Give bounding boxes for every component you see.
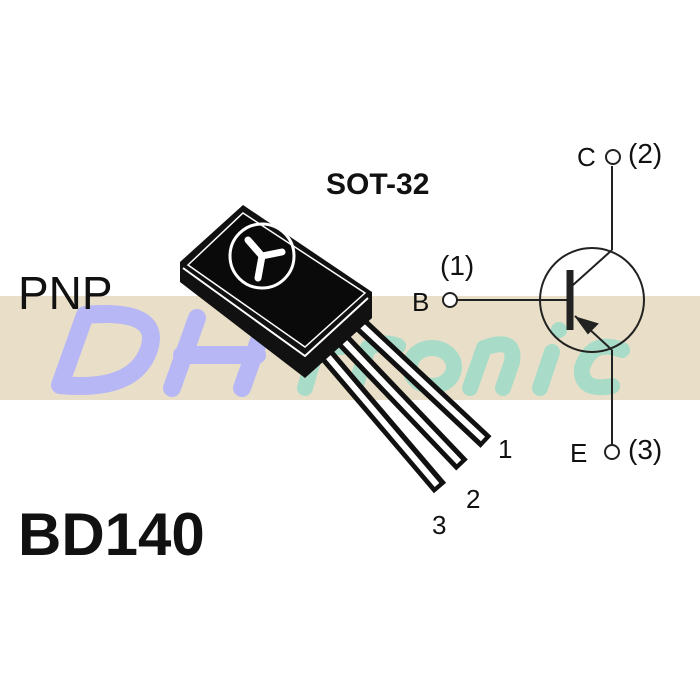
lead-label-3: 3	[432, 510, 447, 540]
lead-label-1: 1	[498, 434, 513, 464]
emitter-pin-number: (3)	[628, 434, 663, 465]
part-number: BD140	[18, 501, 205, 568]
base-label: B	[412, 287, 430, 317]
emitter-label: E	[570, 438, 588, 468]
transistor-symbol	[442, 149, 645, 460]
emitter-arrow-icon	[574, 316, 599, 335]
collector-label: C	[577, 142, 596, 172]
logo-circle	[228, 222, 296, 290]
package-name: SOT-32	[326, 168, 430, 201]
collector-pin-number: (2)	[628, 138, 663, 169]
lead-label-2: 2	[466, 484, 481, 514]
polarity-label: PNP	[18, 267, 113, 319]
transistor-package	[180, 205, 492, 494]
base-pin-number: (1)	[440, 250, 475, 281]
